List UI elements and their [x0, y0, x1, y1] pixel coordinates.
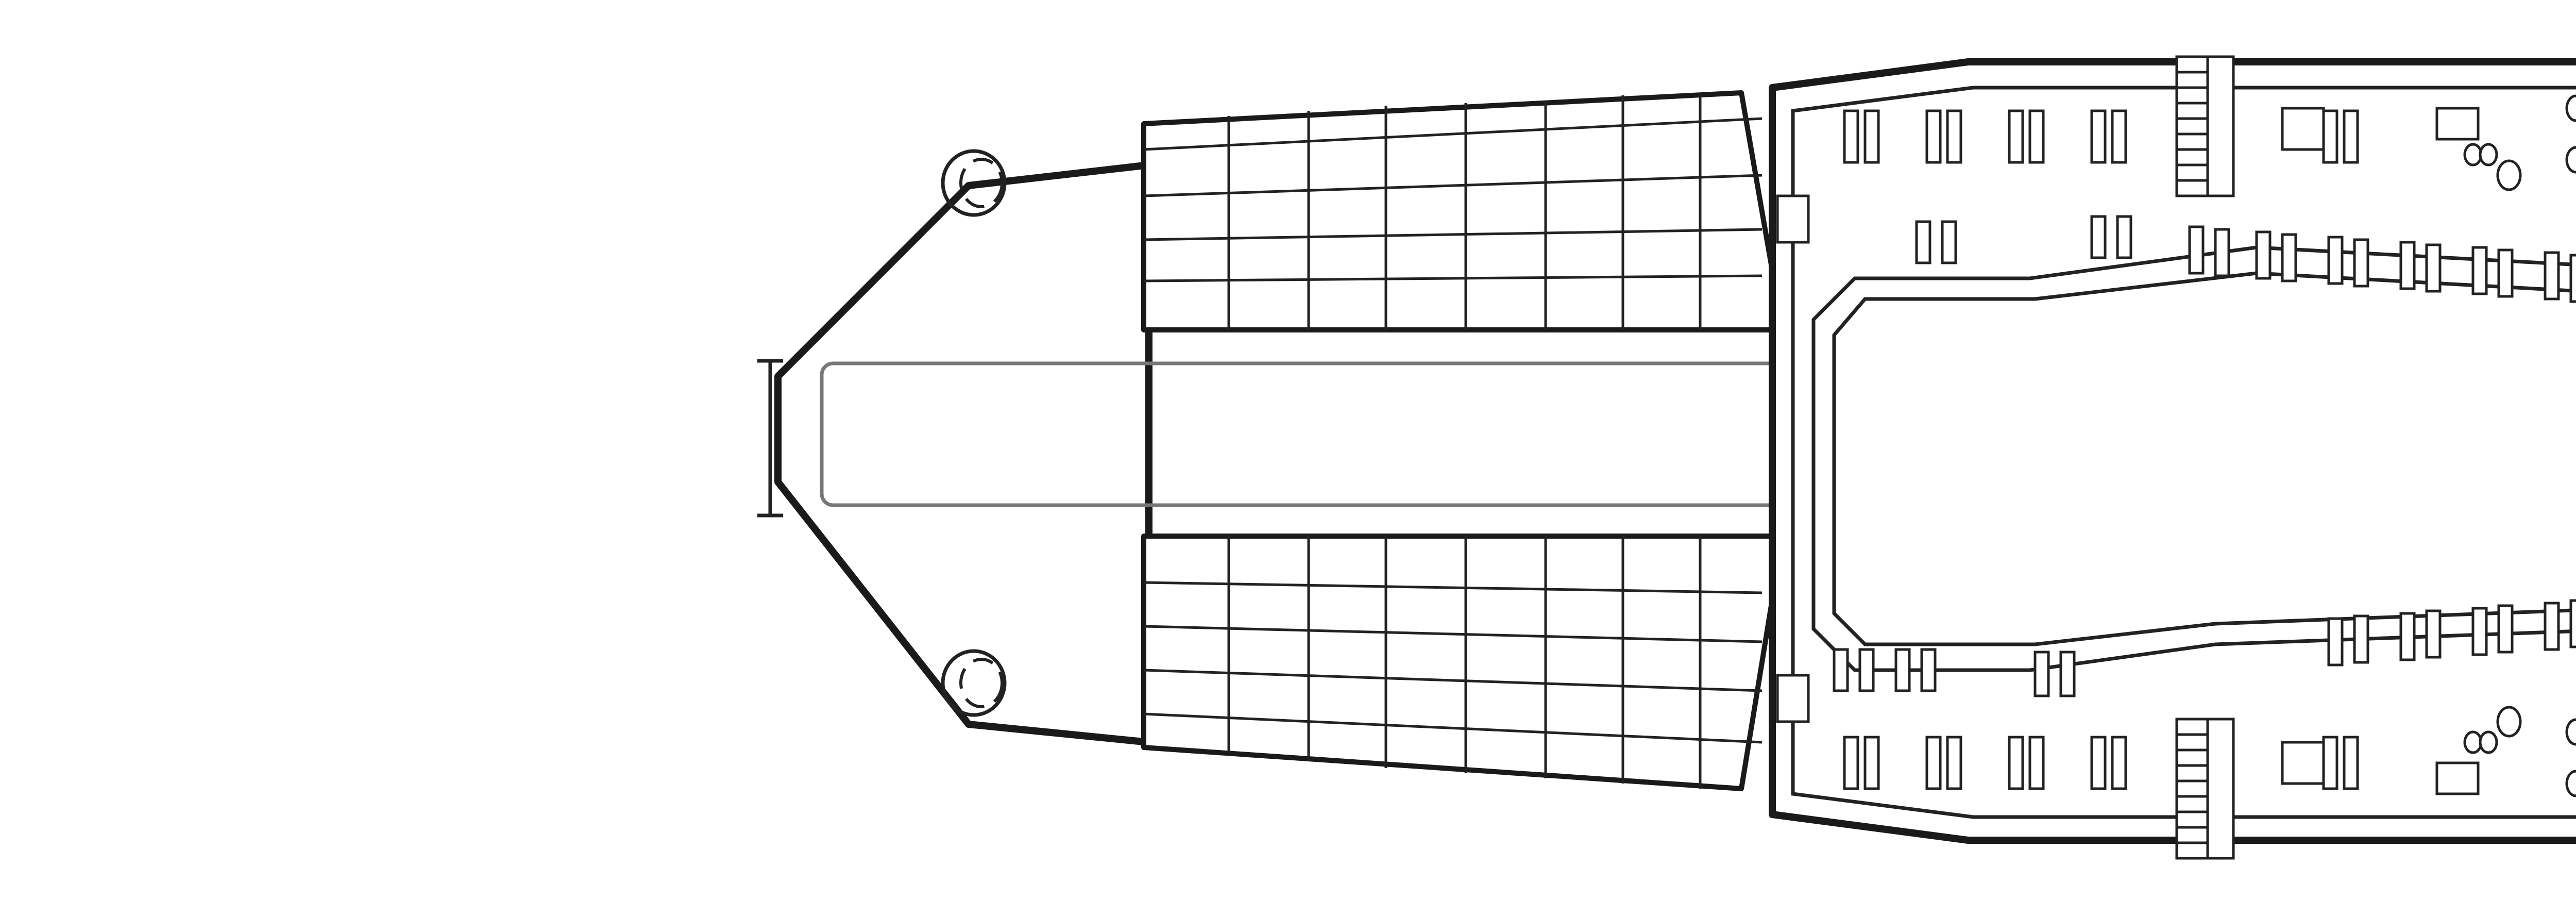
stairway-port [2175, 55, 2235, 197]
stairway-starboard [2175, 718, 2235, 860]
lounge-cluster-bottom [2435, 706, 2576, 797]
bow-winch-port [941, 149, 1007, 217]
main-deck-hull [1769, 58, 2576, 844]
solar-grid-bottom [1141, 534, 1785, 791]
lounger-row-outer-bottom [1843, 736, 2359, 790]
side-tables [1776, 107, 2325, 785]
solar-grid-top [1141, 90, 1785, 332]
lounger-row-inner-top [1915, 215, 2576, 303]
bow-section [757, 161, 1153, 746]
central-opening [1811, 245, 2576, 672]
lounger-row-outer-top [1843, 109, 2359, 164]
lounge-cluster-top [2435, 94, 2576, 191]
bow-winch-starboard [941, 649, 1007, 717]
lounger-row-inner-bottom [1833, 599, 2576, 697]
